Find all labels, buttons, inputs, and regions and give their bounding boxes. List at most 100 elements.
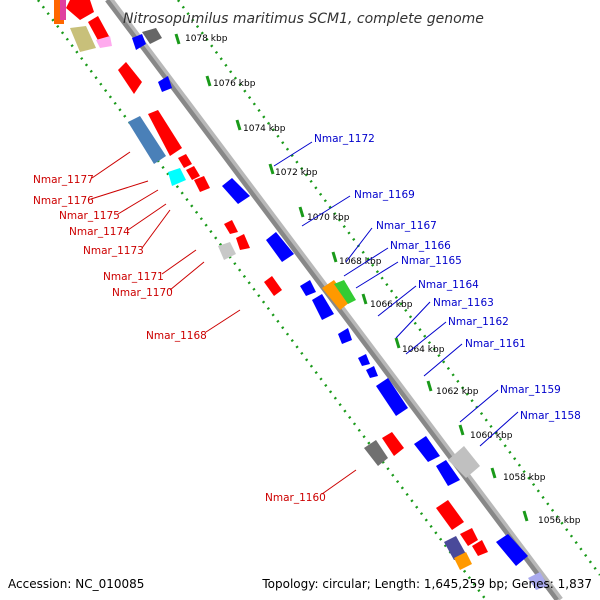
gene-feature[interactable] — [218, 242, 236, 260]
gene-label[interactable]: Nmar_1172 — [314, 133, 375, 145]
gene-feature[interactable] — [60, 0, 66, 20]
tick-label: 1068 kbp — [339, 257, 382, 267]
gene-feature[interactable] — [186, 166, 200, 180]
gene-feature[interactable] — [88, 16, 110, 44]
gene-feature[interactable] — [376, 378, 408, 416]
forward-strand-genes — [132, 28, 548, 590]
tick-mark — [205, 75, 212, 87]
label-leader-line — [127, 203, 167, 231]
label-leader-line — [91, 151, 131, 179]
gene-label[interactable]: Nmar_1158 — [520, 410, 581, 422]
gene-label[interactable]: Nmar_1162 — [448, 316, 509, 328]
gene-feature[interactable] — [178, 154, 192, 168]
gene-feature[interactable] — [158, 76, 172, 92]
reverse-strand-genes — [54, 0, 488, 570]
tick-mark — [268, 163, 275, 175]
gene-feature[interactable] — [128, 116, 166, 164]
gene-label[interactable]: Nmar_1163 — [433, 297, 494, 309]
gene-feature[interactable] — [444, 536, 466, 560]
tick-mark — [522, 510, 529, 522]
label-leader-line — [90, 180, 149, 200]
gene-feature[interactable] — [436, 500, 464, 530]
gene-label[interactable]: Nmar_1176 — [33, 195, 94, 207]
gene-feature[interactable] — [66, 0, 94, 20]
gene-feature[interactable] — [358, 354, 370, 366]
gene-feature[interactable] — [142, 28, 162, 44]
tick-label: 1062 kbp — [436, 387, 479, 397]
label-leader-line — [459, 389, 499, 423]
gene-feature[interactable] — [454, 552, 472, 570]
gene-feature[interactable] — [96, 36, 112, 48]
gene-label[interactable]: Nmar_1167 — [376, 220, 437, 232]
tick-mark — [235, 119, 242, 131]
label-leader-line — [141, 209, 171, 249]
tick-mark — [331, 251, 338, 263]
gene-feature[interactable] — [70, 26, 96, 52]
gene-feature[interactable] — [236, 234, 250, 250]
gene-feature[interactable] — [496, 534, 528, 566]
gene-feature[interactable] — [312, 294, 334, 320]
gene-label[interactable]: Nmar_1175 — [59, 210, 120, 222]
gene-feature[interactable] — [266, 232, 294, 262]
tick-mark — [361, 293, 368, 305]
gene-label[interactable]: Nmar_1168 — [146, 330, 207, 342]
label-leader-line — [395, 301, 431, 339]
tick-mark — [394, 337, 401, 349]
gene-feature[interactable] — [460, 528, 478, 546]
gene-feature[interactable] — [338, 328, 352, 344]
gene-label[interactable]: Nmar_1174 — [69, 226, 130, 238]
map-title: Nitrosopumilus maritimus SCM1, complete … — [123, 11, 484, 27]
gene-feature[interactable] — [448, 446, 480, 478]
gene-feature[interactable] — [528, 572, 548, 590]
gene-feature[interactable] — [194, 176, 210, 192]
gene-feature[interactable] — [366, 366, 378, 378]
gene-feature[interactable] — [364, 440, 388, 466]
tick-mark — [490, 467, 497, 479]
tick-label: 1056 kbp — [538, 516, 581, 526]
gene-feature[interactable] — [54, 0, 64, 24]
gene-feature[interactable] — [264, 276, 282, 296]
label-leader-line — [169, 261, 205, 291]
gene-label[interactable]: Nmar_1170 — [112, 287, 173, 299]
gene-label[interactable]: Nmar_1166 — [390, 240, 451, 252]
gene-feature[interactable] — [472, 540, 488, 556]
gene-feature[interactable] — [414, 436, 440, 462]
gene-feature[interactable] — [168, 168, 186, 186]
tick-label: 1078 kbp — [185, 34, 228, 44]
gene-feature[interactable] — [222, 178, 250, 204]
label-leader-line — [405, 321, 447, 355]
accession-label: Accession: NC_010085 — [8, 577, 144, 591]
tick-label: 1072 kbp — [275, 168, 318, 178]
tick-mark — [174, 33, 181, 45]
label-leader-line — [161, 249, 197, 275]
gene-label[interactable]: Nmar_1177 — [33, 174, 94, 186]
gene-feature[interactable] — [300, 280, 316, 296]
tick-label: 1070 kbp — [307, 213, 350, 223]
tick-mark — [426, 380, 433, 392]
label-leader-line — [343, 247, 389, 277]
gene-label[interactable]: Nmar_1173 — [83, 245, 144, 257]
gene-label[interactable]: Nmar_1165 — [401, 255, 462, 267]
gene-feature[interactable] — [322, 280, 350, 310]
inner-dotted-guide — [36, 0, 488, 600]
gene-label[interactable]: Nmar_1160 — [265, 492, 326, 504]
gene-feature[interactable] — [132, 34, 146, 50]
tick-label: 1074 kbp — [243, 124, 286, 134]
label-leader-line — [321, 469, 357, 495]
gene-feature[interactable] — [224, 220, 238, 234]
reverse-gene-labels: Nmar_1177 Nmar_1176 Nmar_1175 Nmar_1174 … — [33, 151, 357, 504]
scale-ticks: 1078 kbp 1076 kbp 1074 kbp 1072 kbp 1070… — [174, 33, 581, 526]
gene-feature[interactable] — [148, 110, 182, 156]
gene-label[interactable]: Nmar_1169 — [354, 189, 415, 201]
tick-label: 1076 kbp — [213, 79, 256, 89]
gene-feature[interactable] — [382, 432, 404, 456]
label-leader-line — [273, 141, 313, 167]
gene-label[interactable]: Nmar_1164 — [418, 279, 479, 291]
gene-feature[interactable] — [334, 280, 356, 304]
gene-feature[interactable] — [436, 460, 460, 486]
gene-label[interactable]: Nmar_1161 — [465, 338, 526, 350]
gene-feature[interactable] — [118, 62, 142, 94]
gene-label[interactable]: Nmar_1159 — [500, 384, 561, 396]
gene-label[interactable]: Nmar_1171 — [103, 271, 164, 283]
